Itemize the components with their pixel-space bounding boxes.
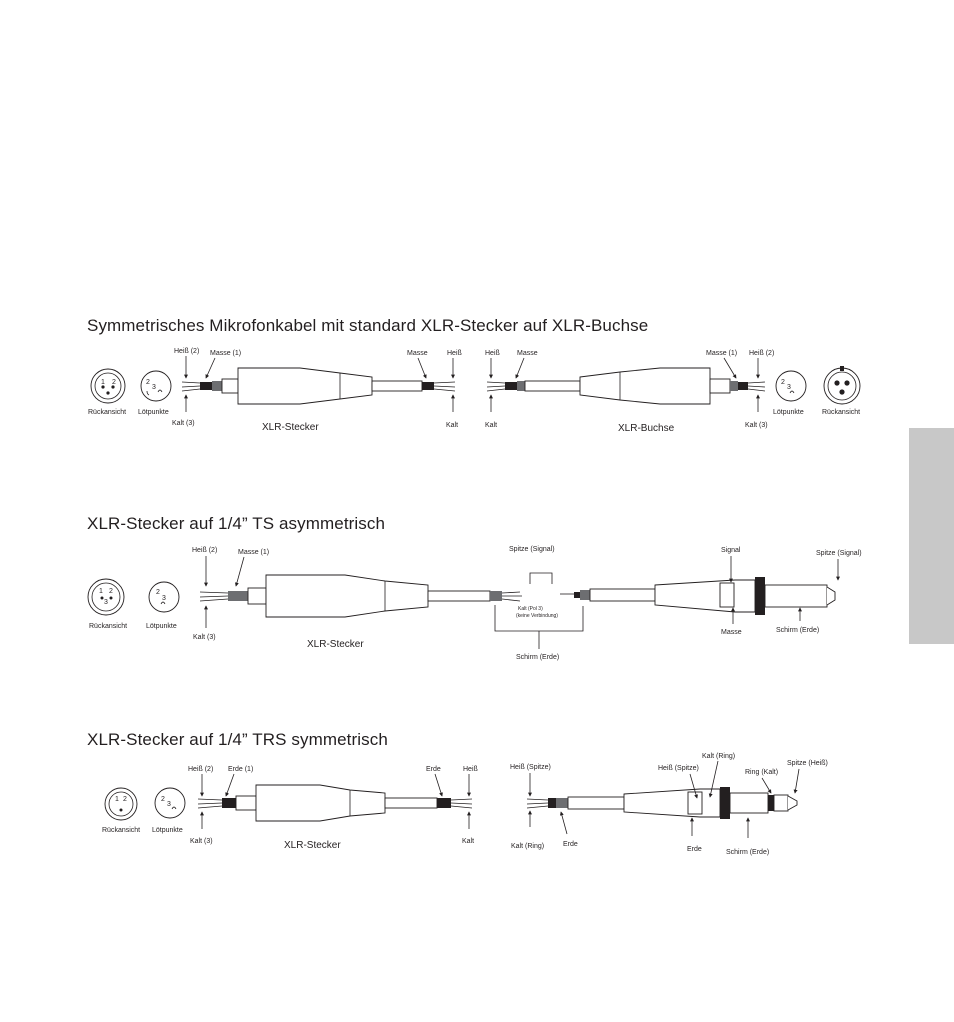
erde-label: Erde xyxy=(687,846,702,853)
heiss-label: Heiß xyxy=(463,766,478,773)
section1-title: Symmetrisches Mikrofonkabel mit standard… xyxy=(87,316,649,335)
pin-label: 3 xyxy=(167,801,171,808)
masse1-label: Masse (1) xyxy=(238,549,269,556)
xlr-back-view-icon: 1 2 xyxy=(104,787,138,821)
section3-title: XLR-Stecker auf 1/4” TRS symmetrisch xyxy=(87,730,388,749)
kalt-label: Kalt xyxy=(446,422,458,429)
erde-label: Erde xyxy=(563,841,578,848)
kalt3-label: Kalt (3) xyxy=(172,420,195,427)
heiss-label: Heiß xyxy=(447,350,462,357)
loetpunkte-label: Lötpunkte xyxy=(138,409,169,416)
kalt3-label: Kalt (3) xyxy=(190,838,213,845)
xlr-solder-view-icon: 2 3 xyxy=(154,787,186,819)
kalt-pol3-label: Kalt (Pol 3) xyxy=(518,606,543,612)
rueckansicht-label: Rückansicht xyxy=(102,827,140,834)
kalt-ring-label: Kalt (Ring) xyxy=(511,843,544,850)
pin-label: 1 xyxy=(101,379,105,386)
xlr-solder-view-icon: 2 3 xyxy=(775,370,807,402)
pin-label: 3 xyxy=(787,384,791,391)
pin-label: 1 xyxy=(99,588,103,595)
kalt-label: Kalt xyxy=(462,838,474,845)
chapter-side-tab xyxy=(909,428,954,644)
pin-label: 1 xyxy=(115,796,119,803)
xlr-back-view-icon: 1 2 xyxy=(90,368,126,404)
pin-label: 2 xyxy=(156,589,160,596)
loetpunkte-label: Lötpunkte xyxy=(146,623,177,630)
rueckansicht-label: Rückansicht xyxy=(89,623,127,630)
signal-label: Signal xyxy=(721,547,741,554)
kalt-ring-label: Kalt (Ring) xyxy=(702,753,735,760)
section2-diagram: 1 2 3 Rückansicht 2 3 Lötpunkte Heiß (2)… xyxy=(87,546,862,661)
spitze-signal-label: Spitze (Signal) xyxy=(816,550,862,557)
kalt3-label: Kalt (3) xyxy=(745,422,768,429)
schirm-erde-label: Schirm (Erde) xyxy=(516,654,559,661)
pin-label: 3 xyxy=(162,595,166,602)
heiss-label: Heiß xyxy=(485,350,500,357)
xlr-solder-view-icon: 2 3 xyxy=(140,370,172,402)
pin-label: 2 xyxy=(109,588,113,595)
masse-label: Masse xyxy=(407,350,428,357)
plug-label: XLR-Stecker xyxy=(284,840,341,851)
pin-label: 2 xyxy=(161,796,165,803)
pin-label: 2 xyxy=(781,379,785,386)
heiss-spitze-label: Heiß (Spitze) xyxy=(510,764,551,771)
plug-label: XLR-Stecker xyxy=(262,422,319,433)
schirm-erde-label: Schirm (Erde) xyxy=(776,627,819,634)
kalt3-label: Kalt (3) xyxy=(193,634,216,641)
schirm-erde-label: Schirm (Erde) xyxy=(726,849,769,856)
section1-diagram: 1 2 Rückansicht 2 3 Lötpunkte Heiß (2) M… xyxy=(88,348,861,434)
rueckansicht-label: Rückansicht xyxy=(822,409,860,416)
heiss2-label: Heiß (2) xyxy=(188,766,213,773)
section3-diagram: 1 2 Rückansicht 2 3 Lötpunkte Heiß (2) E… xyxy=(102,753,828,856)
jack-label: XLR-Buchse xyxy=(618,423,675,434)
heiss2-label: Heiß (2) xyxy=(174,348,199,355)
heiss-spitze-label: Heiß (Spitze) xyxy=(658,765,699,772)
rueckansicht-label: Rückansicht xyxy=(88,409,126,416)
masse-label: Masse xyxy=(721,629,742,636)
masse1-label: Masse (1) xyxy=(706,350,737,357)
heiss2-label: Heiß (2) xyxy=(749,350,774,357)
kalt-label: Kalt xyxy=(485,422,497,429)
ring-kalt-label: Ring (Kalt) xyxy=(745,769,778,776)
keine-verbindung-label: (keine Verbindung) xyxy=(516,613,558,619)
masse-label: Masse xyxy=(517,350,538,357)
spitze-signal-label: Spitze (Signal) xyxy=(509,546,555,553)
pin-label: 2 xyxy=(123,796,127,803)
pin-label: 3 xyxy=(152,384,156,391)
xlr-female-back-view-icon xyxy=(823,366,861,405)
xlr-solder-view-icon: 2 3 xyxy=(148,581,180,613)
masse1-label: Masse (1) xyxy=(210,350,241,357)
loetpunkte-label: Lötpunkte xyxy=(773,409,804,416)
pin-label: 2 xyxy=(112,379,116,386)
section2-title: XLR-Stecker auf 1/4” TS asymmetrisch xyxy=(87,514,386,533)
erde1-label: Erde (1) xyxy=(228,766,253,773)
plug-label: XLR-Stecker xyxy=(307,639,364,650)
xlr-back-view-icon: 1 2 3 xyxy=(87,578,125,616)
pin-label: 2 xyxy=(146,379,150,386)
spitze-heiss-label: Spitze (Heiß) xyxy=(787,760,828,767)
heiss2-label: Heiß (2) xyxy=(192,547,217,554)
pin-label: 3 xyxy=(104,599,108,606)
erde-label: Erde xyxy=(426,766,441,773)
loetpunkte-label: Lötpunkte xyxy=(152,827,183,834)
